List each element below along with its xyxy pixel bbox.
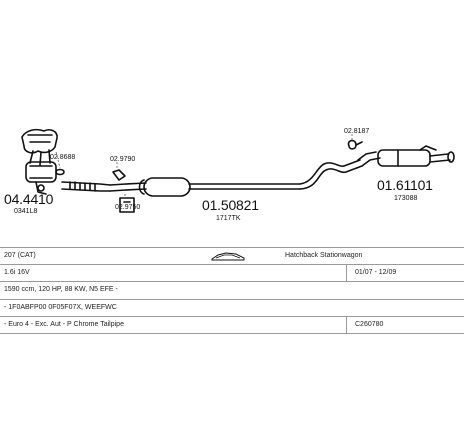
exhaust-system-drawing bbox=[21, 128, 455, 213]
table-row: - Euro 4 - Exc. Aut - P Chrome Tailpipe … bbox=[0, 315, 464, 334]
front-pipe bbox=[61, 181, 127, 192]
manifold-part-number: 04.4410 bbox=[4, 191, 54, 207]
table-cell: C260780 bbox=[355, 320, 384, 328]
table-row: 207 (CAT) Hatchback Stationwagon bbox=[0, 247, 464, 264]
vehicle-info-table: 207 (CAT) Hatchback Stationwagon 1.6i 16… bbox=[0, 247, 464, 334]
clamp-2 bbox=[112, 169, 126, 181]
table-row: - 1F0ABFP00 0F05F07X, WEEFWC bbox=[0, 298, 464, 316]
table-cell: 01/07 - 12/09 bbox=[355, 269, 397, 277]
clamp-3 bbox=[119, 197, 135, 213]
middle-silencer bbox=[138, 177, 301, 197]
car-silhouette-icon bbox=[211, 252, 245, 261]
rear-silencer-reference: 173088 bbox=[394, 195, 418, 202]
catalytic-manifold bbox=[21, 128, 58, 195]
table-row: 1590 ccm, 120 HP, 88 KW, N5 EFE - bbox=[0, 281, 464, 298]
rear-silencer-part-number: 01.61101 bbox=[377, 177, 433, 193]
hanger-part-number: 02.8187 bbox=[344, 128, 370, 135]
clamp-2-part-number: 02.9790 bbox=[110, 156, 136, 163]
clamp-1-part-number: 02.8688 bbox=[50, 154, 76, 161]
clamp-3-part-number: 02.9750 bbox=[115, 204, 141, 211]
table-cell: Hatchback Stationwagon bbox=[285, 252, 363, 259]
table-cell: 1.6i 16V bbox=[4, 269, 30, 277]
gasket-1 bbox=[55, 168, 65, 176]
table-cell: - 1F0ABFP00 0F05F07X, WEEFWC bbox=[4, 303, 117, 311]
hanger bbox=[347, 139, 363, 150]
manifold-reference: 0341L8 bbox=[14, 208, 38, 215]
table-row: 1.6i 16V 01/07 - 12/09 bbox=[0, 264, 464, 282]
mid-pipe-bends bbox=[299, 159, 363, 190]
rear-silencer bbox=[357, 145, 455, 167]
table-cell: - Euro 4 - Exc. Aut - P Chrome Tailpipe bbox=[4, 320, 124, 328]
exhaust-diagram: 04.4410 0341L8 02.8688 02.9790 02.9750 0… bbox=[4, 128, 455, 222]
table-cell: 1590 ccm, 120 HP, 88 KW, N5 EFE - bbox=[4, 286, 118, 294]
table-cell: 207 (CAT) bbox=[4, 252, 36, 259]
middle-silencer-part-number: 01.50821 bbox=[202, 197, 259, 213]
middle-silencer-reference: 1717TK bbox=[216, 215, 241, 222]
